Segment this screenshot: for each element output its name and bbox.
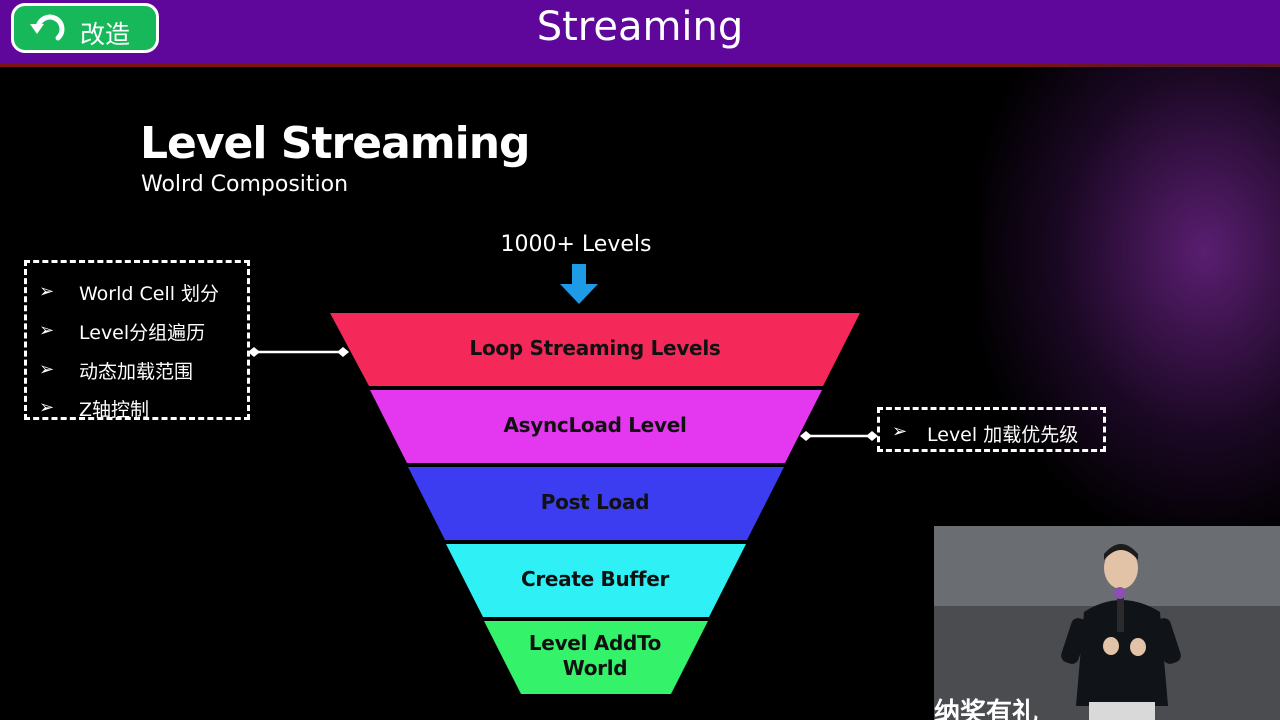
funnel-label-post-load: Post Load	[540, 490, 650, 514]
left-note-item: 动态加载范围	[79, 361, 194, 383]
funnel-stage-loop-streaming	[330, 313, 860, 386]
bullet-icon: ➢	[39, 359, 55, 380]
back-button-label: 改造	[80, 20, 131, 49]
undo-arrow-icon	[30, 14, 65, 41]
right-note-box: ➢ Level 加载优先级	[877, 407, 1106, 452]
funnel-stage-create-buffer	[446, 544, 746, 617]
left-note-item: World Cell 划分	[79, 283, 220, 305]
bullet-icon: ➢	[892, 421, 908, 442]
funnel-stage-post-load	[408, 467, 784, 540]
funnel-label-loop-streaming: Loop Streaming Levels	[469, 336, 721, 360]
bullet-icon: ➢	[39, 281, 55, 302]
bullet-icon: ➢	[39, 320, 55, 341]
left-note-item: Z轴控制	[79, 399, 150, 421]
slide-subheading: Wolrd Composition	[141, 172, 349, 197]
funnel-stage-level-addto-world	[484, 621, 708, 694]
page-title: Streaming	[536, 4, 744, 50]
slide-heading: Level Streaming	[140, 118, 531, 169]
back-button[interactable]: 改造	[11, 3, 159, 53]
speaker-video-overlay: 纳奖有礼	[934, 526, 1280, 720]
right-note-text: Level 加载优先级	[927, 424, 1079, 446]
levels-count-label: 1000+ Levels	[500, 232, 652, 257]
funnel-label-create-buffer: Create Buffer	[520, 567, 670, 591]
video-caption: 纳奖有礼	[934, 698, 1039, 720]
speaker-figure	[934, 526, 1280, 720]
left-notes-box: ➢ World Cell 划分 ➢ Level分组遍历 ➢ 动态加载范围 ➢ Z…	[24, 260, 250, 421]
bullet-icon: ➢	[39, 397, 55, 418]
funnel-label-asyncload: AsyncLoad Level	[503, 413, 687, 437]
down-arrow-icon	[560, 264, 598, 304]
title-bar-divider	[0, 64, 1280, 67]
title-bar	[0, 0, 1280, 64]
funnel-label-level-addto-world: Level AddTo World	[528, 631, 662, 680]
left-note-item: Level分组遍历	[79, 322, 206, 344]
funnel-stage-asyncload	[370, 390, 822, 463]
background-glow	[980, 64, 1280, 534]
